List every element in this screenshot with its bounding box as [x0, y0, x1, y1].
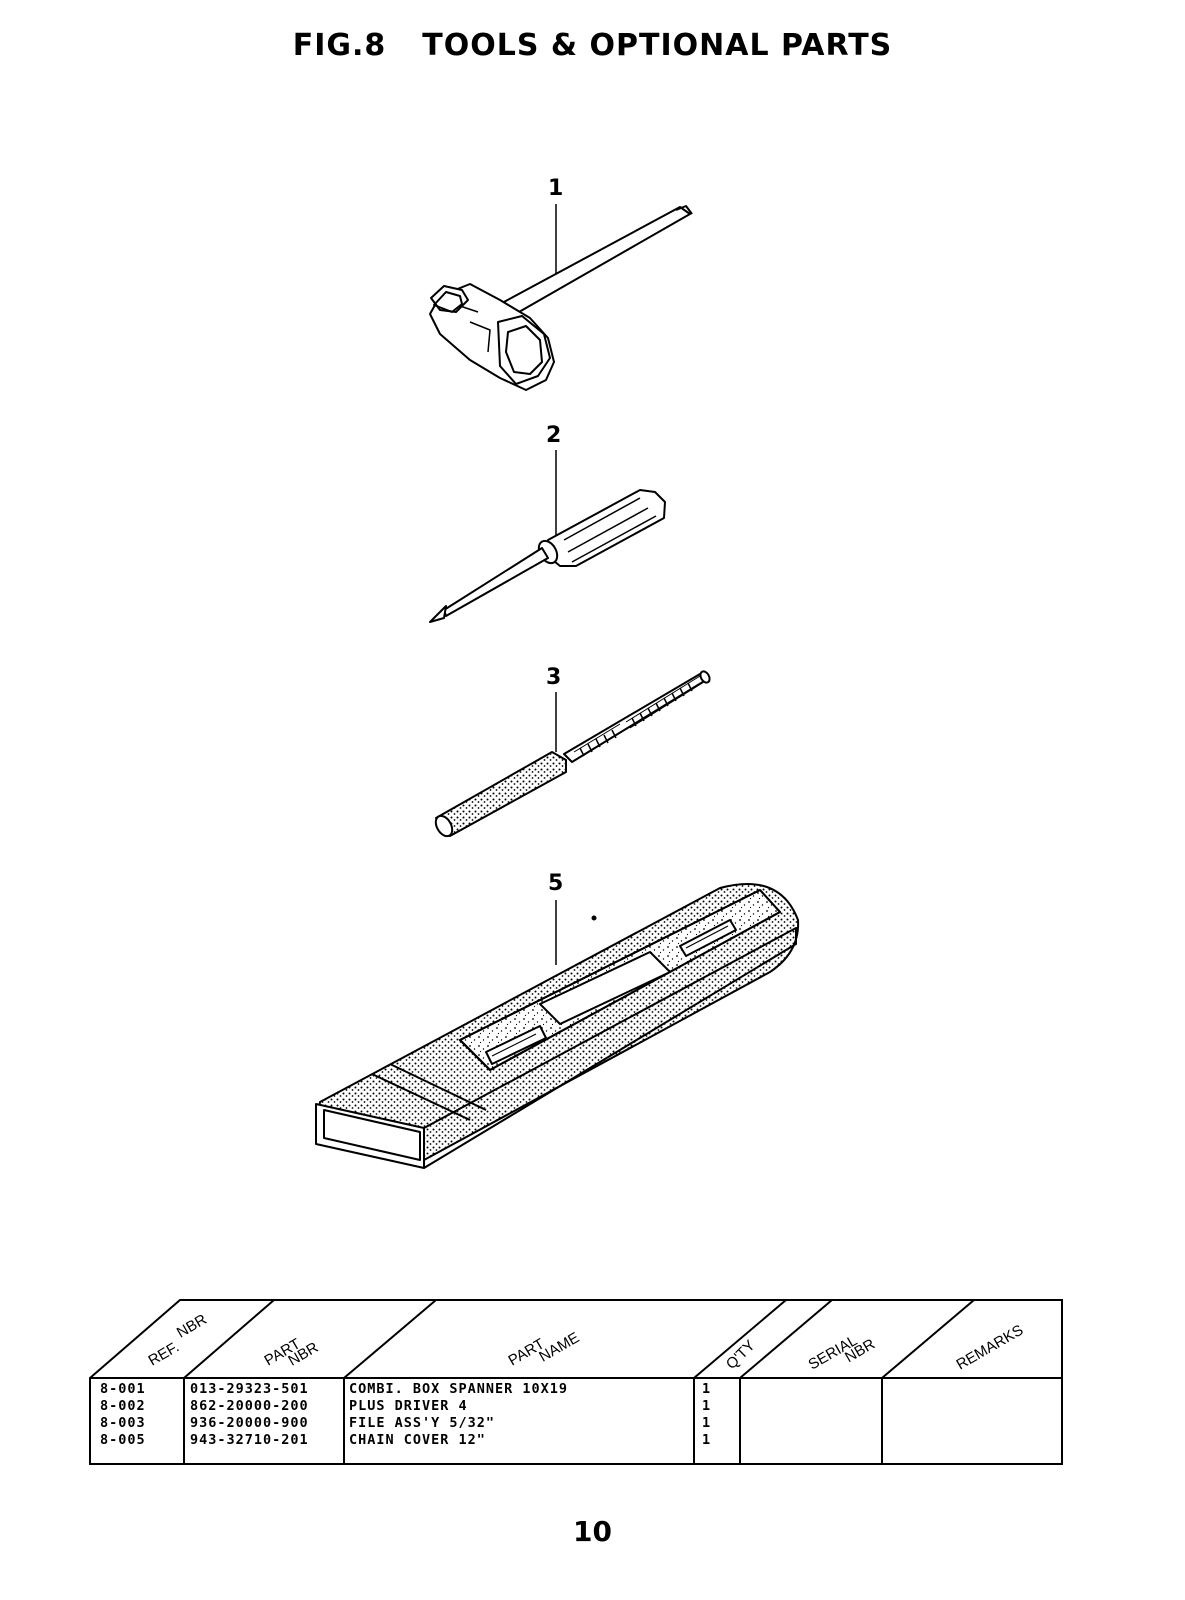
header-remarks: REMARKS [954, 1322, 1027, 1374]
row-2-name: PLUS DRIVER 4 [349, 1398, 468, 1414]
page-title: FIG.8 TOOLS & OPTIONAL PARTS [0, 28, 1185, 63]
callout-2: 2 [546, 423, 562, 448]
row-2-qty: 1 [702, 1398, 711, 1414]
row-4-ref: 8-005 [100, 1432, 146, 1448]
row-3-name: FILE ASS'Y 5/32" [349, 1415, 495, 1431]
page-number: 10 [573, 1515, 612, 1548]
header-part-nbr: PARTNBR [262, 1329, 322, 1380]
row-1-name: COMBI. BOX SPANNER 10X19 [349, 1381, 568, 1397]
row-1-qty: 1 [702, 1381, 711, 1397]
file-drawing [434, 670, 711, 838]
row-1-part-nbr: 013-29323-501 [190, 1381, 309, 1397]
box-spanner-drawing [429, 204, 693, 391]
callout-3: 3 [546, 665, 562, 690]
figure-title: TOOLS & OPTIONAL PARTS [422, 28, 893, 63]
row-2-ref: 8-002 [100, 1398, 146, 1414]
row-4-qty: 1 [702, 1432, 711, 1448]
row-3-part-nbr: 936-20000-900 [190, 1415, 309, 1431]
header-part-name: PARTNAME [506, 1319, 583, 1380]
chain-cover-drawing [315, 883, 800, 1169]
figure-label: FIG.8 [292, 28, 387, 63]
header-serial: SERIALNBR [806, 1325, 879, 1384]
row-4-part-nbr: 943-32710-201 [190, 1432, 309, 1448]
row-1-ref: 8-001 [100, 1381, 146, 1397]
row-4-name: CHAIN COVER 12" [349, 1432, 486, 1448]
callout-1: 1 [548, 176, 564, 201]
row-3-qty: 1 [702, 1415, 711, 1431]
callout-5: 5 [548, 871, 564, 896]
row-2-part-nbr: 862-20000-200 [190, 1398, 309, 1414]
row-3-ref: 8-003 [100, 1415, 146, 1431]
plus-driver-drawing [429, 450, 666, 623]
